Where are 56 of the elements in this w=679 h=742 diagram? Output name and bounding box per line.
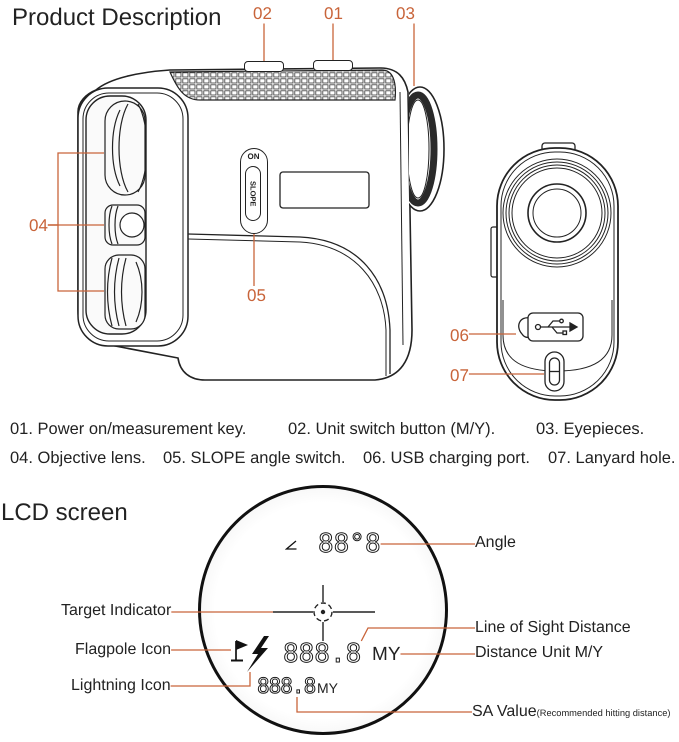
callout-number: 04 (29, 216, 48, 236)
leader-line (171, 649, 231, 651)
callout-note: (Recommended hitting distance) (536, 708, 670, 718)
callout-number: 02 (253, 4, 272, 24)
top-button (244, 61, 284, 72)
part-description: 07. Lanyard hole. (548, 449, 676, 468)
part-description: 03. Eyepieces. (536, 420, 644, 439)
leader-line (332, 24, 334, 60)
part-description: 02. Unit switch button (M/Y). (288, 420, 496, 439)
slope-switch (240, 148, 268, 234)
callout-label: Angle (475, 534, 516, 552)
part-description: 01. Power on/measurement key. (10, 420, 246, 439)
callout-label: Line of Sight Distance (475, 619, 631, 638)
leader-line (380, 543, 475, 545)
unit-label: MY (372, 645, 400, 666)
callout-label: Flagpole Icon (75, 641, 172, 660)
leader-line (253, 234, 255, 286)
lanyard-hole (544, 351, 565, 392)
lcd-digits: 88°8 (318, 531, 381, 557)
lcd-digits: 888.8 (283, 641, 362, 667)
callout-number: 05 (247, 286, 266, 306)
callout-label: SA Value (472, 703, 537, 720)
objective-lens (104, 204, 146, 246)
leader-line (170, 672, 251, 687)
lightning-icon (247, 636, 269, 672)
unit-label: MY (317, 681, 338, 696)
switch-text: ON (248, 152, 260, 160)
leader-line (48, 224, 104, 292)
callout-number: 07 (450, 366, 469, 386)
callout-label: Lightning Icon (71, 677, 171, 696)
leader-line (360, 627, 475, 642)
part-description: 05. SLOPE angle switch. (163, 449, 346, 468)
section-title: LCD screen (1, 499, 128, 527)
eyepiece (409, 86, 446, 212)
leader-line (468, 333, 516, 335)
callout-number: 01 (324, 4, 343, 24)
callout-number: 03 (396, 4, 415, 24)
flag-icon (231, 639, 249, 662)
callout-label: Target Indicator (61, 602, 172, 620)
leader-line (468, 373, 544, 375)
callout-number: 06 (450, 326, 469, 346)
leader-line (296, 697, 472, 713)
objective-lens (104, 100, 146, 196)
callout-label: Distance Unit M/Y (475, 644, 604, 662)
objective-lens (104, 254, 146, 330)
leader-line (400, 653, 475, 655)
usb-port (516, 312, 584, 342)
top-button (313, 60, 353, 71)
leader-line (263, 24, 265, 61)
lcd-digits: 888.8 (257, 676, 316, 697)
crosshair-icon (273, 585, 375, 641)
leader-line (413, 24, 415, 86)
part-description: 04. Objective lens. (10, 449, 146, 468)
part-description: 06. USB charging port. (363, 449, 530, 468)
leader-line (171, 611, 273, 613)
section-title: Product Description (12, 4, 222, 32)
